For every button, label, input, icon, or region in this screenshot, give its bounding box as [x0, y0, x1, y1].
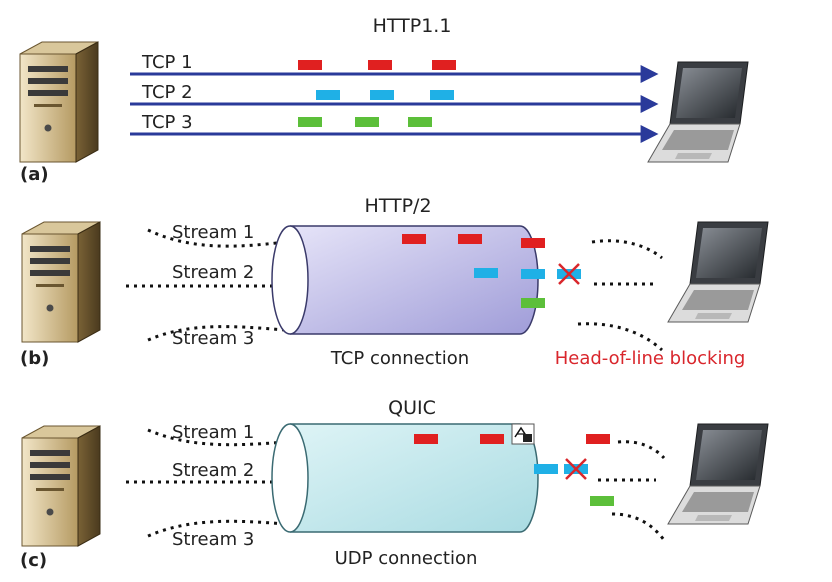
cross-icon	[565, 458, 587, 480]
panel-b-label: (b)	[20, 348, 49, 369]
head-of-line-blocking-note: Head-of-line blocking	[555, 348, 746, 369]
packet-stream-3	[298, 117, 322, 127]
tcp-pipe-opening	[271, 225, 309, 335]
tcp-3-label: TCP 3	[141, 112, 193, 133]
packet-stream-1	[402, 234, 426, 244]
stream-3-exit-path	[577, 322, 664, 352]
stream-1-label: Stream 1	[172, 422, 254, 443]
stream-1-exit-path	[617, 440, 666, 460]
stream-1-exit-path	[591, 239, 663, 260]
stream-2-label: Stream 2	[172, 460, 254, 481]
packet-stream-3	[590, 496, 614, 506]
packet-stream-2	[474, 268, 498, 278]
panel-a-label: (a)	[20, 164, 49, 185]
stream-3-exit-path	[611, 512, 666, 541]
stream-3-label: Stream 3	[172, 328, 254, 349]
panel-a: HTTP1.1 TCP 1 TCP 2 TCP 3 (a)	[19, 15, 749, 185]
packet-stream-1	[432, 60, 456, 70]
stream-2-label: Stream 2	[172, 262, 254, 283]
tcp-2-label: TCP 2	[141, 82, 193, 103]
packet-stream-2	[370, 90, 394, 100]
panel-c-label: (c)	[20, 550, 47, 571]
laptop-icon	[647, 61, 749, 163]
server-icon	[19, 41, 99, 163]
stream-1-path	[147, 428, 286, 447]
panel-c: QUIC Stream 1 Stream 2 Stream 3 UD	[20, 397, 769, 571]
packet-stream-2	[534, 464, 558, 474]
stream-1-label: Stream 1	[172, 222, 254, 243]
panel-b: HTTP/2 Stream 1 Stream 2 Stream 3 TCP co…	[20, 195, 769, 369]
laptop-icon	[667, 221, 769, 323]
packet-stream-1	[521, 238, 545, 248]
packet-stream-1	[586, 434, 610, 444]
packet-stream-3	[408, 117, 432, 127]
packet-stream-1	[298, 60, 322, 70]
udp-pipe-opening	[271, 423, 309, 533]
packet-stream-1	[480, 434, 504, 444]
stream-3-path	[147, 519, 286, 538]
tcp-1-label: TCP 1	[141, 52, 193, 73]
tcp-connection-pipe	[290, 225, 539, 335]
server-icon	[21, 221, 101, 343]
panel-c-title: QUIC	[388, 397, 436, 419]
panel-a-title: HTTP1.1	[373, 15, 452, 37]
server-icon	[21, 425, 101, 547]
packet-stream-1	[414, 434, 438, 444]
stream-3-path	[147, 325, 286, 342]
translate-icon[interactable]	[511, 423, 535, 445]
stream-3-label: Stream 3	[172, 529, 254, 550]
packet-stream-1	[368, 60, 392, 70]
packet-stream-2	[430, 90, 454, 100]
cross-icon	[558, 263, 580, 285]
packet-stream-3	[355, 117, 379, 127]
packet-stream-3	[521, 298, 545, 308]
packet-stream-2	[521, 269, 545, 279]
tcp-connection-label: TCP connection	[330, 348, 469, 369]
packet-stream-2	[316, 90, 340, 100]
packet-stream-1	[458, 234, 482, 244]
udp-connection-label: UDP connection	[335, 548, 478, 569]
laptop-icon	[667, 423, 769, 525]
panel-b-title: HTTP/2	[364, 195, 431, 217]
